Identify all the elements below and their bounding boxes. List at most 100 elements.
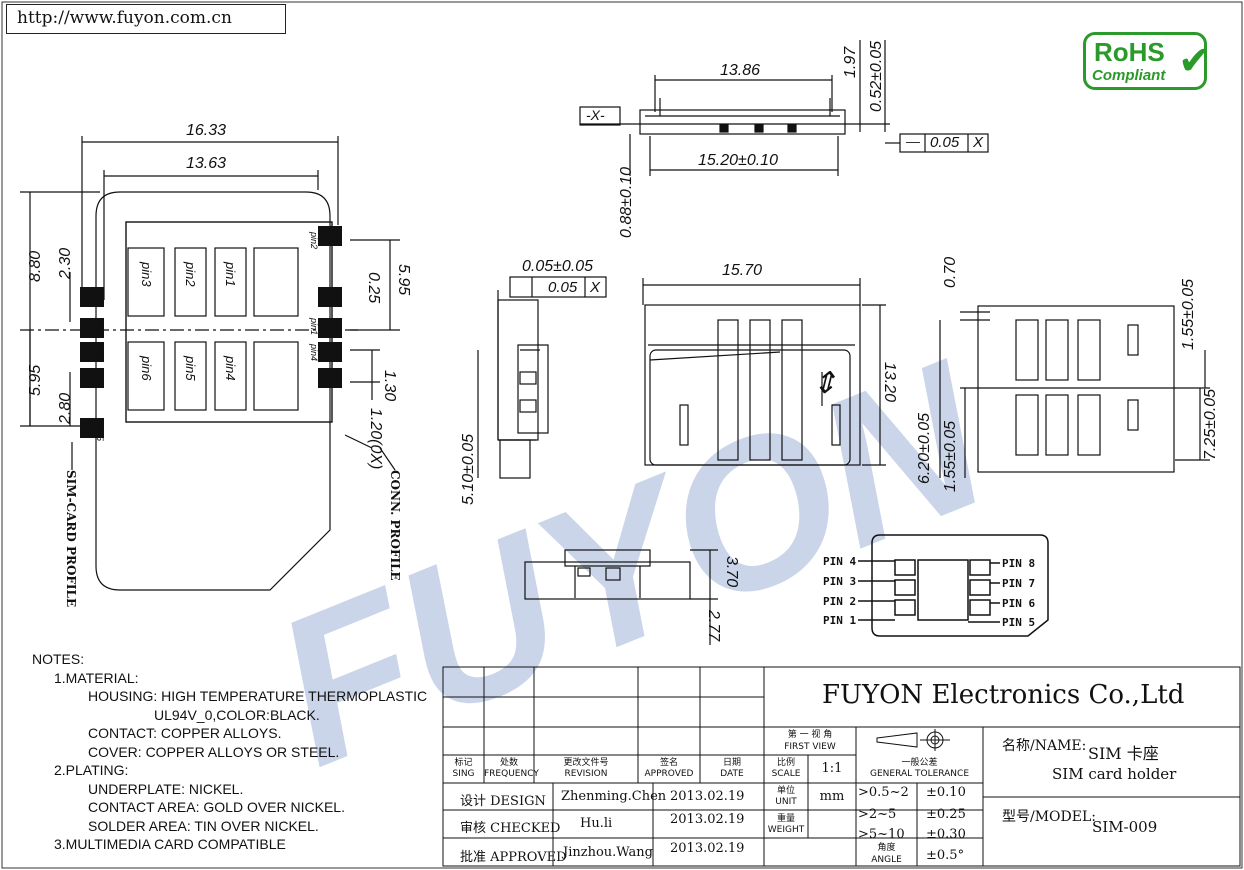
flat-frame-value: 0.05 [548,279,578,296]
tolerance-en: GENERAL TOLERANCE [869,769,970,779]
unit-en: UNIT [775,797,797,807]
approved-date: 2013.02.19 [670,841,745,856]
pin-label-pin2: pin2 [183,262,198,287]
pad-r4 [318,368,342,388]
name-en: SIM card holder [1052,765,1177,783]
model-value: SIM-009 [1092,818,1158,836]
tol-range-1: >0.5~2 [858,785,909,800]
pin-label-pin1: pin1 [223,262,238,287]
angle-tolerance: ±0.5° [926,848,965,863]
dim-880: 8.80 [27,250,44,282]
dim-top-base-width: 15.20±0.10 [698,152,778,169]
col-date-en: DATE [720,769,744,779]
dim-inner-width: 13.63 [186,155,227,172]
pin-label-pin3: pin3 [139,262,154,287]
weight-cn: 重量 [776,814,795,824]
dim-side-height: 5.10±0.05 [460,433,477,505]
notes-title: NOTES: [32,651,85,667]
dim-370: 3.70 [723,556,740,588]
col-appr-en: APPROVED [644,769,694,779]
pad-r1 [318,287,342,307]
angle-cn: 角度 [877,843,896,853]
design-label: 设计 DESIGN [460,794,546,809]
company-name: FUYON Electronics Co.,Ltd [822,680,1185,710]
dim-120: 1.20(0X) [367,408,384,470]
dim-230: 2.30 [57,247,74,279]
rohs-badge: RoHS Compliant ✔ [1083,32,1212,90]
pad-label-pin1: pin1 [309,318,319,336]
sim-card-profile-label: SIM-CARD PROFILE [64,470,78,608]
col-rev-en: REVISION [564,769,608,779]
dim-025: 0.25 [365,272,382,304]
conn-profile-label: CONN. PROFILE [388,470,402,581]
checked-date: 2013.02.19 [670,812,745,827]
pad-l3 [80,342,104,362]
website-url[interactable]: http://www.fuyon.com.cn [6,4,286,34]
front-view [642,278,886,466]
note-solder-area: SOLDER AREA: TIN OVER NICKEL. [88,817,319,834]
scale-cn: 比例 [776,758,795,768]
name-label: 名称/NAME: [1002,738,1087,754]
flatness-value: 0.05 [930,134,960,151]
angle-en: ANGLE [871,855,902,865]
dim-595-right: 5.95 [395,264,412,296]
checked-name: Hu.li [580,816,613,831]
note-housing: HOUSING: HIGH TEMPERATURE THERMOPLASTIC [88,688,428,704]
checked-label: 审核 CHECKED [460,821,561,836]
tol-range-2: >2~5 [858,807,897,822]
model-label: 型号/MODEL: [1002,809,1096,825]
sim-card-outline [95,191,331,591]
pad-label-pin5: pin5 [95,424,105,442]
first-angle-symbol [876,729,950,751]
dim-070: 0.70 [942,256,959,288]
unit-value: mm [819,789,845,804]
dim-620: 6.20±0.05 [916,412,933,484]
pin3-contact [127,247,165,317]
pad-r2 [318,318,342,338]
note-cover: COVER: COPPER ALLOYS OR STEEL. [88,743,340,760]
flat-frame-ref: X [590,279,601,296]
pin6-contact [127,341,165,411]
note-material: 1.MATERIAL: [54,669,139,686]
dim-725: 7.25±0.05 [1202,388,1219,460]
pinout-pin8: PIN 8 [1002,557,1036,570]
col-sign-en: SING [452,769,475,779]
note-plating: 2.PLATING: [54,762,129,778]
flatness-ref: X [973,134,984,151]
bottom-side-view [524,549,718,645]
rohs-compliant-label: Compliant [1092,67,1166,84]
pad-label-pin3: pin3 [95,318,105,336]
dim-total-width: 16.33 [186,122,227,139]
rohs-label: RoHS [1094,37,1165,67]
footprint-view [20,136,400,591]
pad-l4 [80,368,104,388]
pinout-pin6: PIN 6 [1002,597,1036,610]
pad-pin5 [80,418,104,438]
pin-label-pin6: pin6 [139,356,154,381]
pin-label-pin5: pin5 [183,356,198,381]
pin5-contact [174,341,207,411]
note-contact: CONTACT: COPPER ALLOYS. [88,725,282,741]
insert-arrow-icon: ⇕ [812,367,838,400]
scale-en: SCALE [771,769,801,779]
tol-value-3: ±0.30 [926,827,966,842]
side-view [477,276,607,479]
pad-pin2 [318,226,342,246]
name-cn: SIM 卡座 [1088,744,1159,763]
col-freq-cn: 处数 [499,758,518,768]
first-view-en: FIRST VIEW [784,742,836,752]
pad-r3 [318,342,342,362]
note-underplate: UNDERPLATE: NICKEL. [88,780,244,797]
pinout-pin4: PIN 4 [823,555,857,568]
dim-280: 2.80 [57,392,74,424]
dim-top-height-a: 1.97 [842,46,859,78]
dim-595-left: 5.95 [27,364,44,396]
check-icon: ✔ [1178,38,1212,84]
approved-name: Jinzhou.Wang [563,845,653,860]
pinout-pin3: PIN 3 [823,575,857,588]
dim-277: 2.77 [705,610,722,642]
top-view [579,40,989,176]
pinout-pin7: PIN 7 [1002,577,1036,590]
pin-label-pin4: pin4 [223,356,238,381]
